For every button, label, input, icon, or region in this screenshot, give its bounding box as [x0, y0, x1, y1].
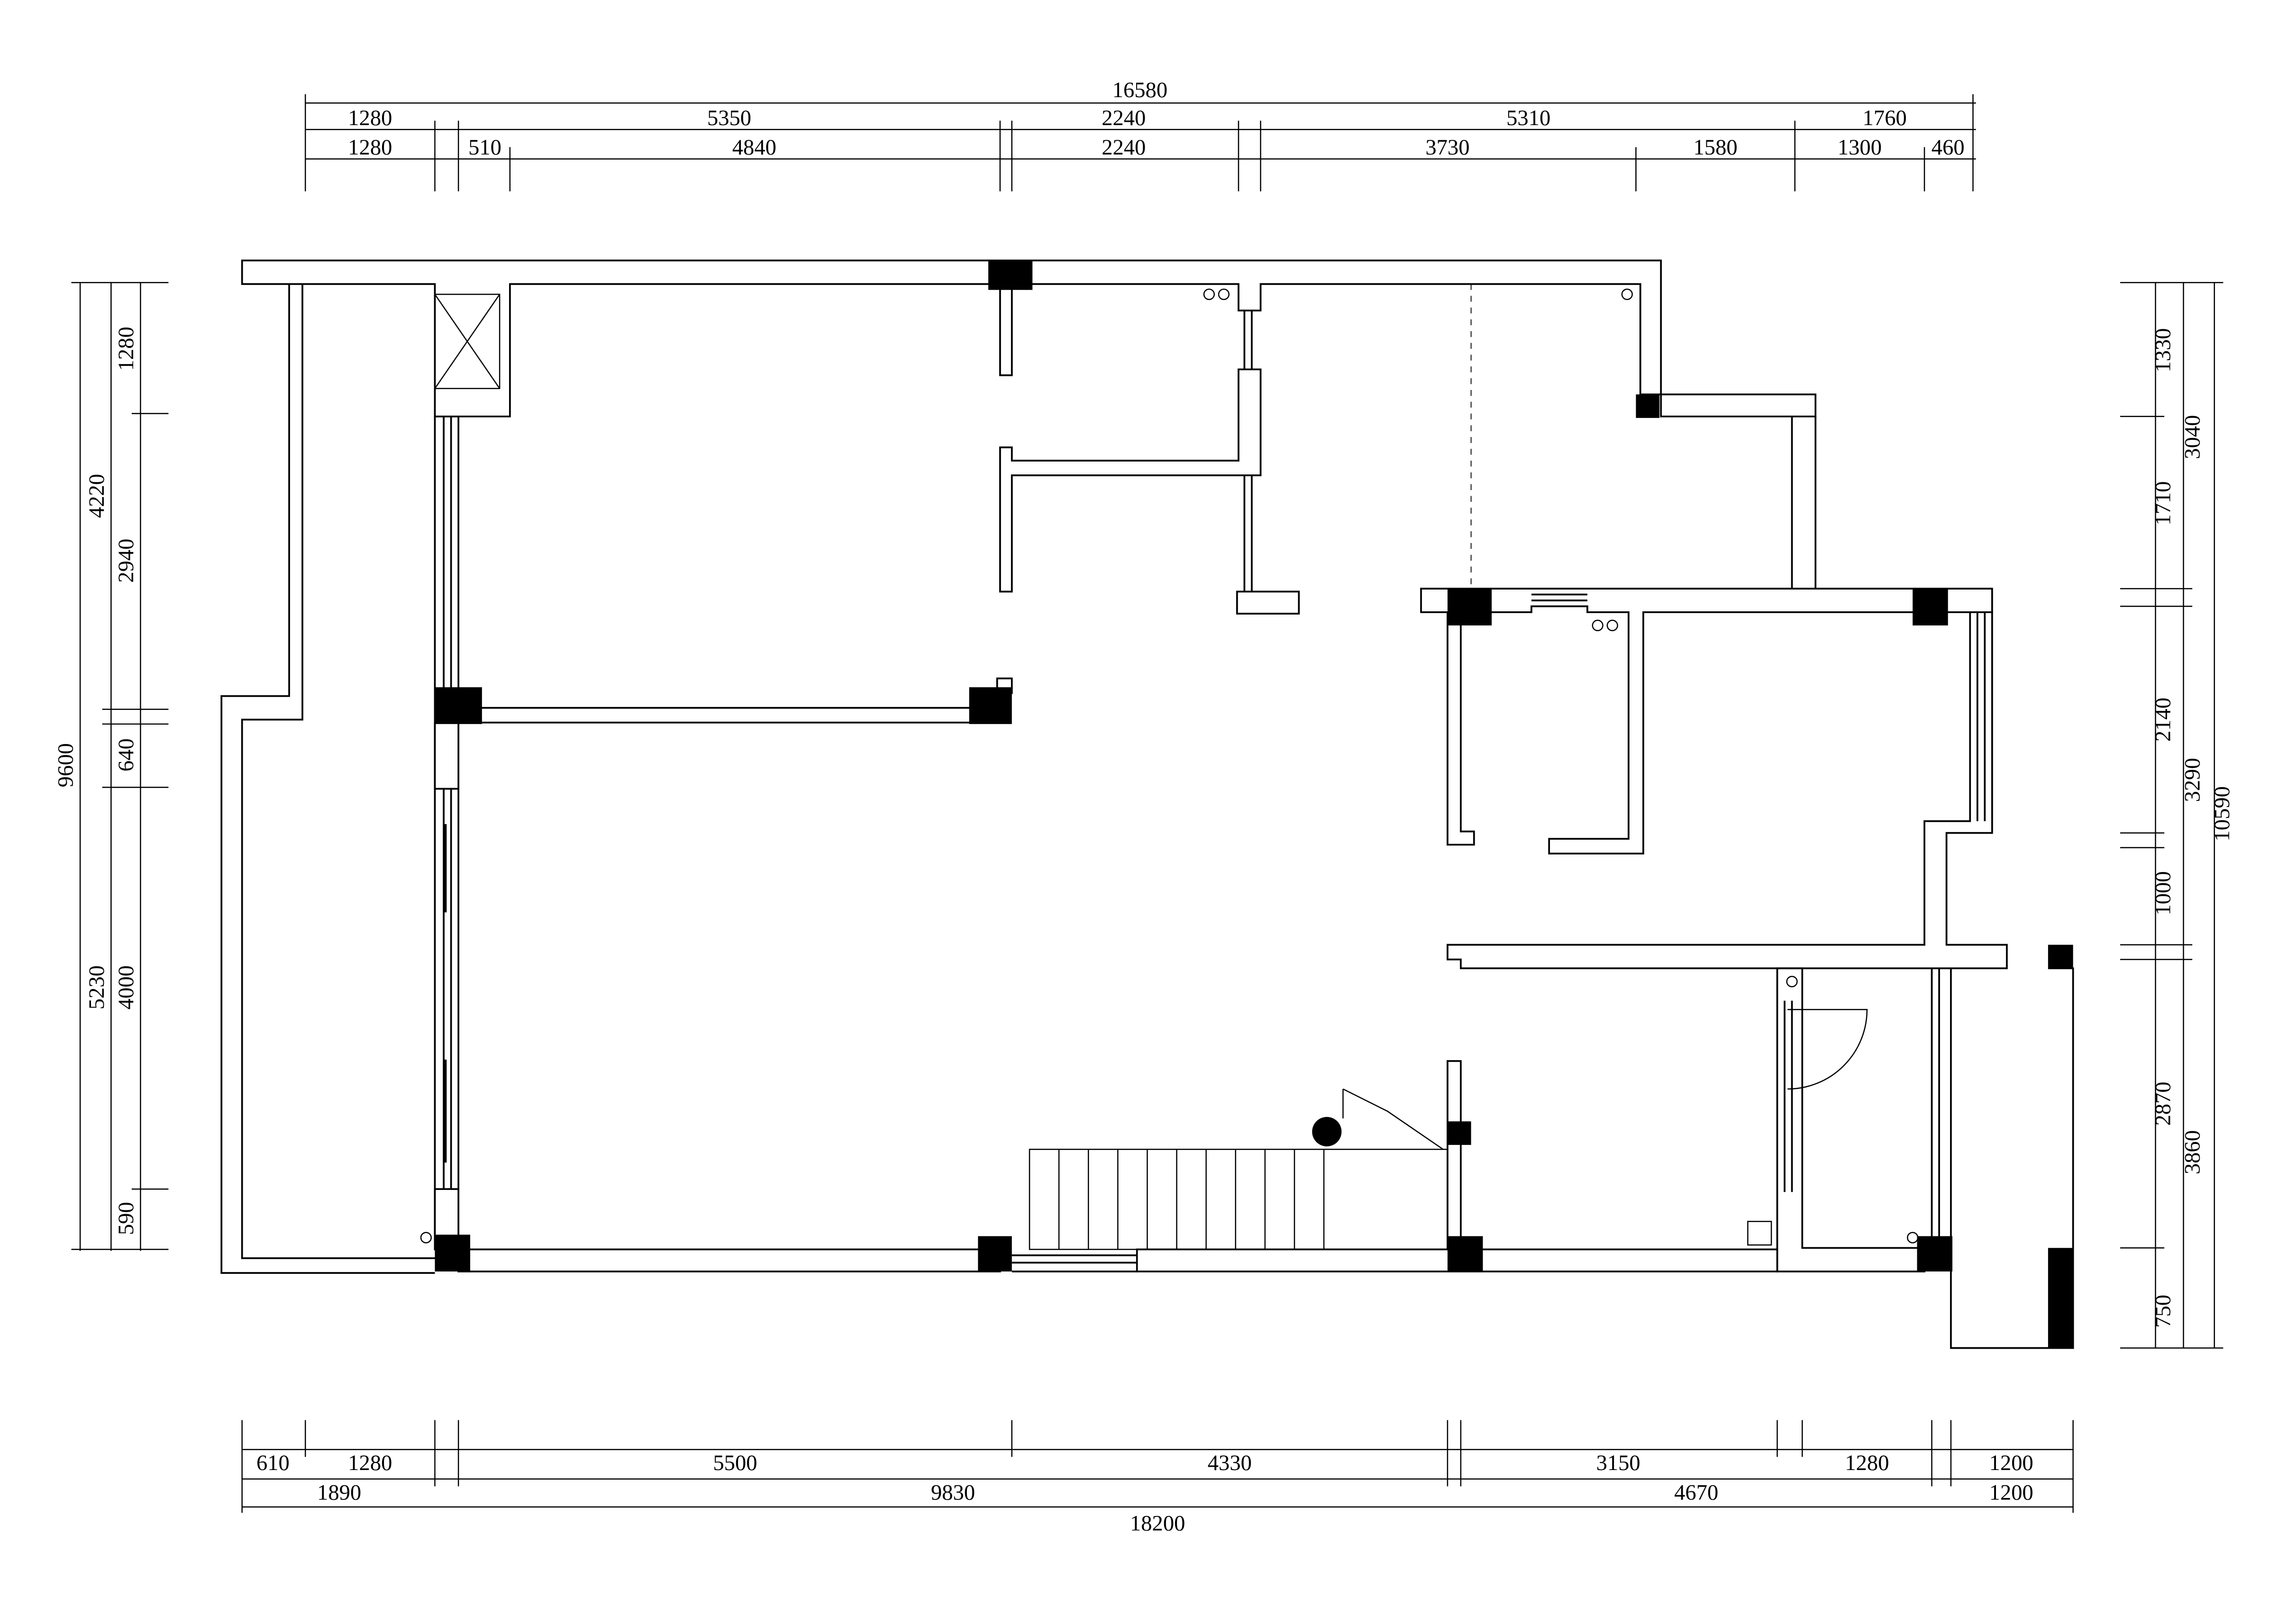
top-dimensions	[304, 94, 1976, 191]
dim-top-r1-5: 1760	[1863, 106, 1907, 130]
dim-bot-r2-2: 9830	[931, 1480, 975, 1505]
dim-top-r2-7: 1300	[1838, 136, 1882, 160]
dim-right-r2-3: 3860	[2181, 1130, 2205, 1174]
partition-t-wall	[999, 368, 1262, 593]
dim-bot-r1-6: 1280	[1845, 1451, 1889, 1475]
right-dimensions	[2120, 281, 2223, 1349]
left-terrace-outline	[220, 284, 435, 1274]
dim-bot-r1-3: 5500	[713, 1451, 757, 1475]
fixtures	[420, 288, 1919, 1246]
dim-left-r1-2: 640	[114, 738, 138, 772]
top-wall	[241, 259, 1662, 418]
partition-stub-top	[999, 283, 1013, 376]
shaft	[434, 293, 501, 390]
stair-wall	[1447, 1060, 1462, 1251]
dim-top-r2-8: 460	[1932, 136, 1965, 160]
dim-top-r1-1: 1280	[348, 106, 392, 130]
bottom-wall-left	[457, 1248, 1001, 1272]
dim-left-total: 9600	[54, 743, 78, 787]
dim-right-r2-2: 3290	[2181, 758, 2205, 802]
dim-bot-total: 18200	[1130, 1512, 1185, 1536]
stairs	[1029, 1088, 1449, 1250]
bottom-dim-labels: 610 1280 5500 4330 3150 1280 1200 1890 9…	[256, 1451, 2033, 1535]
middle-right-wall	[1420, 588, 1993, 854]
dim-left-r2-1: 1280	[114, 327, 138, 371]
dim-right-total: 10590	[2210, 786, 2234, 841]
dim-bot-r2-3: 4670	[1674, 1480, 1718, 1505]
upper-right-wall	[1660, 393, 1817, 418]
dim-top-r2-6: 1580	[1694, 136, 1738, 160]
dim-bot-r2-1: 1890	[317, 1480, 361, 1505]
dim-right-r1-6: 750	[2151, 1295, 2176, 1328]
left-dimensions	[71, 281, 169, 1251]
dim-top-r2-3: 4840	[732, 136, 776, 160]
dim-top-r2-1: 1280	[348, 136, 392, 160]
dim-right-r1-1: 1330	[2151, 328, 2176, 372]
dim-right-r1-5: 2870	[2151, 1081, 2176, 1126]
bathroom-wall	[1776, 967, 1925, 1272]
dim-top-r2-2: 510	[468, 136, 501, 160]
left-dim-labels: 9600 4220 640 5230 1280 2940 4000 590	[54, 327, 138, 1235]
right-step-wall	[1447, 611, 2008, 970]
dim-bot-r1-1: 610	[256, 1451, 290, 1475]
dim-top-r2-5: 3730	[1425, 136, 1469, 160]
dim-right-r1-4: 1000	[2151, 871, 2176, 915]
dim-left-r1-3: 5230	[85, 965, 109, 1009]
columns	[435, 260, 2073, 1348]
door-swing	[1787, 1009, 1868, 1090]
dim-bot-r1-5: 3150	[1596, 1451, 1640, 1475]
mid-horizontal-wall	[457, 707, 1001, 724]
dim-right-r1-2: 1710	[2151, 481, 2176, 525]
dim-top-r1-2: 5350	[707, 106, 751, 130]
dim-bot-r1-2: 1280	[348, 1451, 392, 1475]
top-dim-labels: 16580 1280 5350 2240 5310 1760 1280 510 …	[348, 78, 1964, 160]
dim-right-r1-3: 2140	[2151, 698, 2176, 742]
dim-bot-r1-4: 4330	[1208, 1451, 1252, 1475]
dim-bot-r2-4: 1200	[1989, 1480, 2033, 1505]
dim-top-r1-3: 2240	[1102, 106, 1146, 130]
dim-right-r2-1: 3040	[2181, 415, 2205, 459]
dim-top-r2-4: 2240	[1102, 136, 1146, 160]
dim-left-r2-4: 590	[114, 1202, 138, 1235]
dim-left-r2-2: 2940	[114, 539, 138, 583]
right-dim-labels: 1330 1710 2140 1000 2870 750 3040 3290 3…	[2151, 328, 2234, 1328]
dim-left-r2-3: 4000	[114, 965, 138, 1009]
bottom-dimensions	[241, 1420, 2074, 1513]
dim-top-r1-4: 5310	[1506, 106, 1550, 130]
dim-bot-r1-7: 1200	[1989, 1451, 2033, 1475]
dim-left-r1-1: 4220	[85, 474, 109, 518]
dim-top-total: 16580	[1112, 78, 1167, 102]
